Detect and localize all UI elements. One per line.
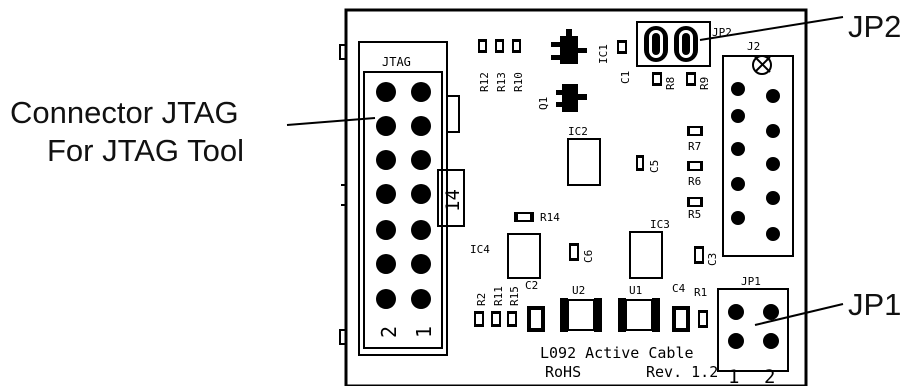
label-jp1-pin-2: 2 <box>764 366 775 386</box>
leader-jp2 <box>699 16 844 41</box>
label-c1: C1 <box>619 71 632 84</box>
label-jtag: JTAG <box>382 55 411 69</box>
label-c4: C4 <box>672 282 686 295</box>
leader-jtag <box>286 117 376 126</box>
ic4-outline <box>507 233 541 279</box>
jp2-pads <box>644 26 698 62</box>
label-jtag-pin-count: 14 <box>442 189 464 212</box>
jtag-polarity-box <box>437 169 465 227</box>
label-c3: C3 <box>706 253 719 266</box>
jtag-connector-body <box>358 41 448 356</box>
label-q1: Q1 <box>537 97 550 110</box>
footer-revision: Rev. 1.2 <box>646 363 718 381</box>
label-ic1: IC1 <box>597 44 610 64</box>
label-r14: R14 <box>540 211 560 224</box>
label-c5: C5 <box>648 160 661 173</box>
label-u1: U1 <box>629 284 642 297</box>
label-jtag-pin-1: 1 <box>412 326 436 338</box>
footer-rohs: RoHS <box>545 363 581 381</box>
label-r1: R1 <box>694 286 707 299</box>
label-r10: R10 <box>512 72 525 92</box>
label-r12: R12 <box>478 72 491 92</box>
jtag-pins <box>376 82 431 309</box>
smd-components <box>474 29 708 332</box>
label-jtag-pin-2: 2 <box>377 326 401 338</box>
ic2-outline <box>567 138 601 186</box>
label-j2: J2 <box>747 40 760 53</box>
label-c6: C6 <box>582 250 595 263</box>
label-jp1-pin-1: 1 <box>728 366 739 386</box>
label-jp1-silk: JP1 <box>741 275 761 288</box>
footer-product: L092 Active Cable <box>540 344 694 362</box>
label-c2: C2 <box>525 279 538 292</box>
label-ic4: IC4 <box>470 243 490 256</box>
label-r8: R8 <box>664 77 677 90</box>
board-outline <box>344 8 808 386</box>
u2-body <box>567 299 595 331</box>
label-jp2-silk: JP2 <box>712 26 732 39</box>
label-r9: R9 <box>698 77 711 90</box>
label-r2: R2 <box>475 293 488 306</box>
j2-pin1-marker <box>752 55 772 75</box>
label-ic3: IC3 <box>650 218 670 231</box>
label-r15: R15 <box>508 286 521 306</box>
label-u2: U2 <box>572 284 585 297</box>
jp1-pins <box>728 304 779 349</box>
label-r13: R13 <box>495 72 508 92</box>
j2-pins <box>731 82 780 241</box>
label-r7: R7 <box>688 140 701 153</box>
label-r11: R11 <box>492 286 505 306</box>
callout-jp1: JP1 <box>848 287 902 322</box>
label-r6: R6 <box>688 175 701 188</box>
jtag-key-notch <box>446 95 460 133</box>
edge-notch <box>339 44 347 60</box>
leader-jp1 <box>754 303 844 326</box>
label-r5: R5 <box>688 208 701 221</box>
edge-notch <box>339 329 347 345</box>
label-ic2: IC2 <box>568 125 588 138</box>
callout-jtag-line1: Connector JTAG <box>10 95 239 130</box>
callout-jp2: JP2 <box>848 9 902 44</box>
jp2-outline <box>636 21 711 67</box>
callout-jtag-line2: For JTAG Tool <box>47 133 244 168</box>
u1-body <box>625 299 653 331</box>
ic3-outline <box>629 231 663 279</box>
jp1-outline <box>717 288 789 372</box>
jtag-connector-inner <box>363 71 443 349</box>
